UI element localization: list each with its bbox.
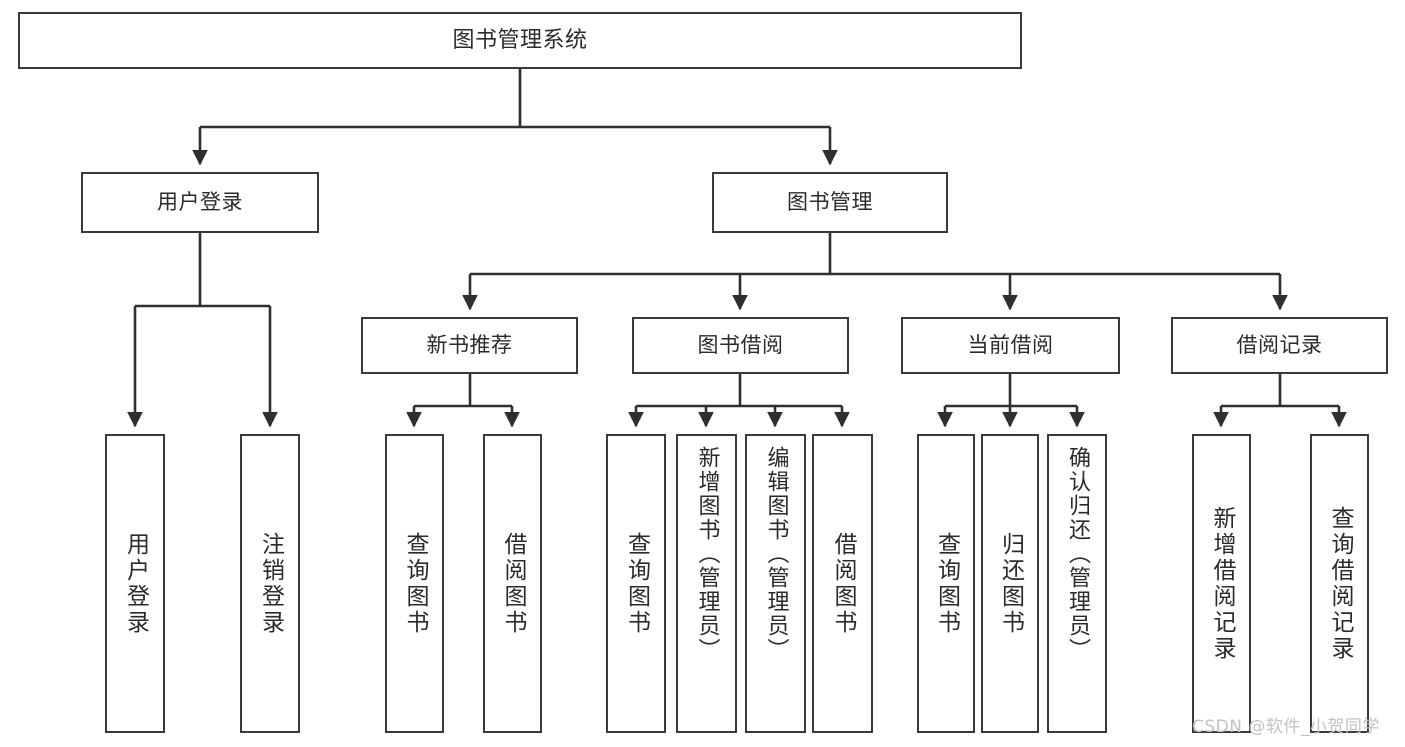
leaf-book-borrow-3[interactable]: 编辑图书（管理员）: [745, 434, 806, 733]
node-borrow-record[interactable]: 借阅记录: [1171, 317, 1388, 374]
leaf-current-borrow-3-label: 确认归还（管理员）: [1065, 446, 1090, 662]
leaf-borrow-record-2-label: 查询借阅记录: [1327, 505, 1353, 662]
node-new-book-recommend-label: 新书推荐: [426, 333, 513, 358]
leaf-user-login-1[interactable]: 用户登录: [105, 434, 165, 733]
leaf-current-borrow-3[interactable]: 确认归还（管理员）: [1047, 434, 1107, 733]
leaf-book-borrow-2[interactable]: 新增图书（管理员）: [676, 434, 737, 733]
leaf-new-book-1[interactable]: 查询图书: [385, 434, 444, 733]
node-user-login-label: 用户登录: [157, 190, 243, 215]
leaf-user-login-1-label: 用户登录: [122, 531, 149, 636]
leaf-new-book-2[interactable]: 借阅图书: [483, 434, 542, 733]
node-borrow-record-label: 借阅记录: [1236, 333, 1323, 358]
leaf-borrow-record-2[interactable]: 查询借阅记录: [1310, 434, 1369, 733]
leaf-borrow-record-1[interactable]: 新增借阅记录: [1192, 434, 1251, 733]
node-current-borrow[interactable]: 当前借阅: [901, 317, 1120, 374]
node-user-login[interactable]: 用户登录: [81, 172, 319, 233]
leaf-book-borrow-1-label: 查询图书: [623, 531, 650, 636]
leaf-borrow-record-1-label: 新增借阅记录: [1209, 505, 1235, 662]
leaf-current-borrow-1-label: 查询图书: [933, 531, 960, 636]
csdn-watermark: CSDN @软件_小贺同学: [1192, 717, 1380, 737]
node-new-book-recommend[interactable]: 新书推荐: [361, 317, 578, 374]
node-book-management-label: 图书管理: [787, 190, 873, 215]
leaf-current-borrow-2-label: 归还图书: [997, 531, 1024, 636]
node-root-label: 图书管理系统: [452, 27, 588, 53]
node-current-borrow-label: 当前借阅: [967, 333, 1054, 358]
node-book-borrow[interactable]: 图书借阅: [632, 317, 849, 374]
node-book-borrow-label: 图书借阅: [697, 333, 784, 358]
leaf-book-borrow-2-label: 新增图书（管理员）: [694, 446, 720, 662]
leaf-book-borrow-3-label: 编辑图书（管理员）: [763, 446, 789, 662]
leaf-current-borrow-1[interactable]: 查询图书: [917, 434, 975, 733]
leaf-current-borrow-2[interactable]: 归还图书: [981, 434, 1039, 733]
leaf-user-login-2[interactable]: 注销登录: [240, 434, 300, 733]
leaf-new-book-2-label: 借阅图书: [500, 531, 526, 636]
node-root[interactable]: 图书管理系统: [18, 12, 1022, 69]
leaf-new-book-1-label: 查询图书: [402, 531, 428, 636]
leaf-book-borrow-1[interactable]: 查询图书: [606, 434, 666, 733]
leaf-book-borrow-4[interactable]: 借阅图书: [812, 434, 873, 733]
leaf-book-borrow-4-label: 借阅图书: [830, 531, 856, 636]
leaf-user-login-2-label: 注销登录: [257, 531, 284, 636]
node-book-management[interactable]: 图书管理: [712, 172, 948, 233]
